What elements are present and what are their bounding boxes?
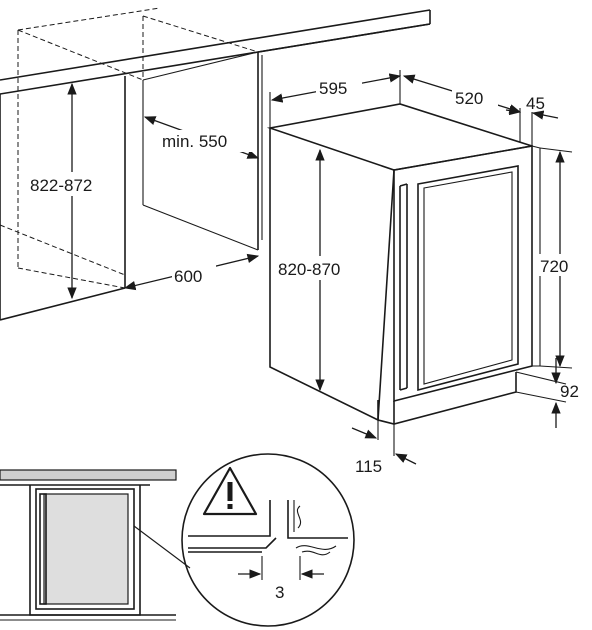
door-depth-dimension: 45 bbox=[505, 94, 559, 146]
plinth-setback-dimension: 115 bbox=[351, 420, 417, 476]
niche-width-label: 600 bbox=[174, 267, 202, 286]
door-height-label: 720 bbox=[540, 257, 568, 276]
appliance-depth-label: 520 bbox=[455, 89, 483, 108]
appliance-height-label: 820-870 bbox=[278, 260, 340, 279]
warning-triangle-icon bbox=[202, 466, 258, 516]
plinth-height-dimension: 92 bbox=[515, 358, 579, 428]
kitchen-niche bbox=[0, 7, 431, 321]
plinth-height-label: 92 bbox=[560, 382, 579, 401]
niche-height-label: 822-872 bbox=[30, 176, 92, 195]
detail-callout: 3 bbox=[181, 453, 355, 627]
door-height-dimension: 720 bbox=[538, 147, 582, 369]
niche-depth-label: min. 550 bbox=[162, 132, 227, 151]
appliance-width-dimension: 595 bbox=[269, 70, 402, 128]
niche-depth-dimension: min. 550 bbox=[143, 116, 260, 159]
appliance-depth-dimension: 520 bbox=[402, 74, 522, 142]
niche-height-dimension: 822-872 bbox=[28, 82, 114, 300]
niche-width-dimension: 600 bbox=[123, 253, 260, 291]
plinth-setback-label: 115 bbox=[355, 457, 382, 476]
detail-gap-label: 3 bbox=[275, 583, 284, 602]
front-view-installed bbox=[0, 469, 191, 621]
appliance-width-label: 595 bbox=[319, 79, 347, 98]
door-depth-label: 45 bbox=[526, 94, 545, 113]
appliance-height-dimension: 820-870 bbox=[276, 148, 364, 392]
